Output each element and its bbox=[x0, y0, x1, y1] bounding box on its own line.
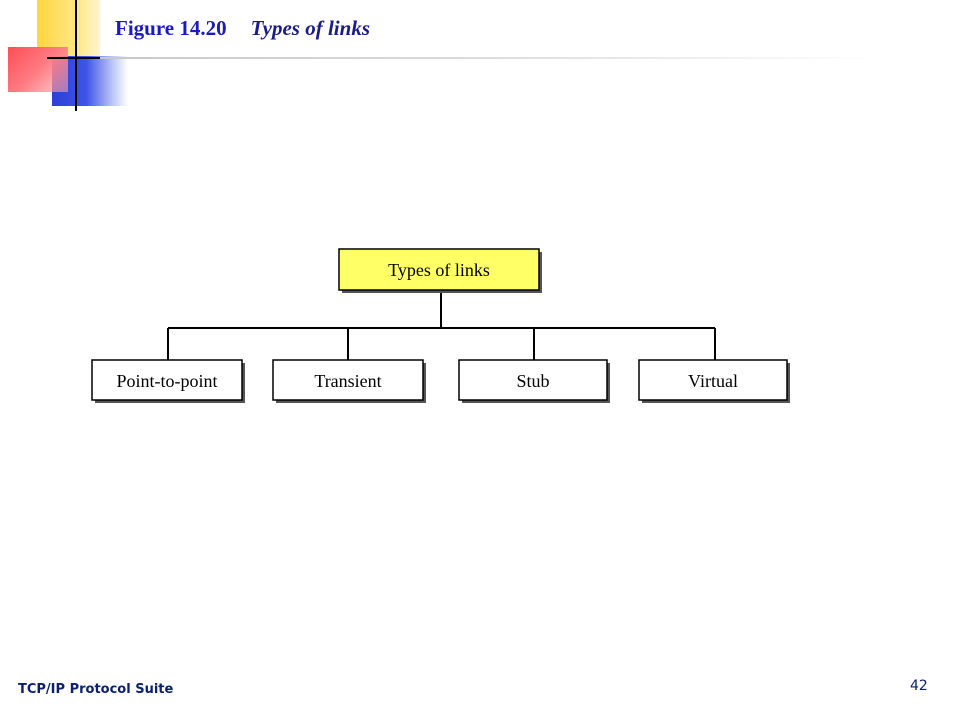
figure-number: Figure 14.20 bbox=[115, 16, 227, 40]
child-node-box bbox=[272, 359, 424, 401]
child-node-transient: Transient bbox=[272, 359, 426, 403]
vertical-rule bbox=[75, 0, 77, 111]
figure-caption: Types of links bbox=[250, 16, 370, 40]
footer-course-title: TCP/IP Protocol Suite bbox=[18, 682, 174, 697]
child-node-label: Virtual bbox=[688, 371, 738, 391]
child-node-label: Stub bbox=[516, 371, 549, 391]
root-node: Types of links bbox=[338, 248, 542, 293]
child-node-virtual: Virtual bbox=[638, 359, 790, 403]
red-square bbox=[8, 47, 68, 92]
child-node-point-to-point: Point-to-point bbox=[91, 359, 245, 403]
horizontal-rule bbox=[47, 57, 117, 59]
child-node-box bbox=[638, 359, 788, 401]
child-node-label: Transient bbox=[314, 371, 381, 391]
title-underline bbox=[100, 57, 880, 59]
child-node-label: Point-to-point bbox=[116, 371, 217, 391]
root-node-label: Types of links bbox=[388, 260, 490, 280]
slide-title: Figure 14.20 Types of links bbox=[115, 16, 370, 41]
corner-decoration bbox=[0, 0, 130, 115]
page-number: 42 bbox=[910, 678, 928, 694]
child-node-box bbox=[458, 359, 608, 401]
child-node-stub: Stub bbox=[458, 359, 610, 403]
child-node-box bbox=[91, 359, 243, 401]
connector-lines bbox=[167, 291, 716, 361]
root-node-box bbox=[338, 248, 540, 291]
